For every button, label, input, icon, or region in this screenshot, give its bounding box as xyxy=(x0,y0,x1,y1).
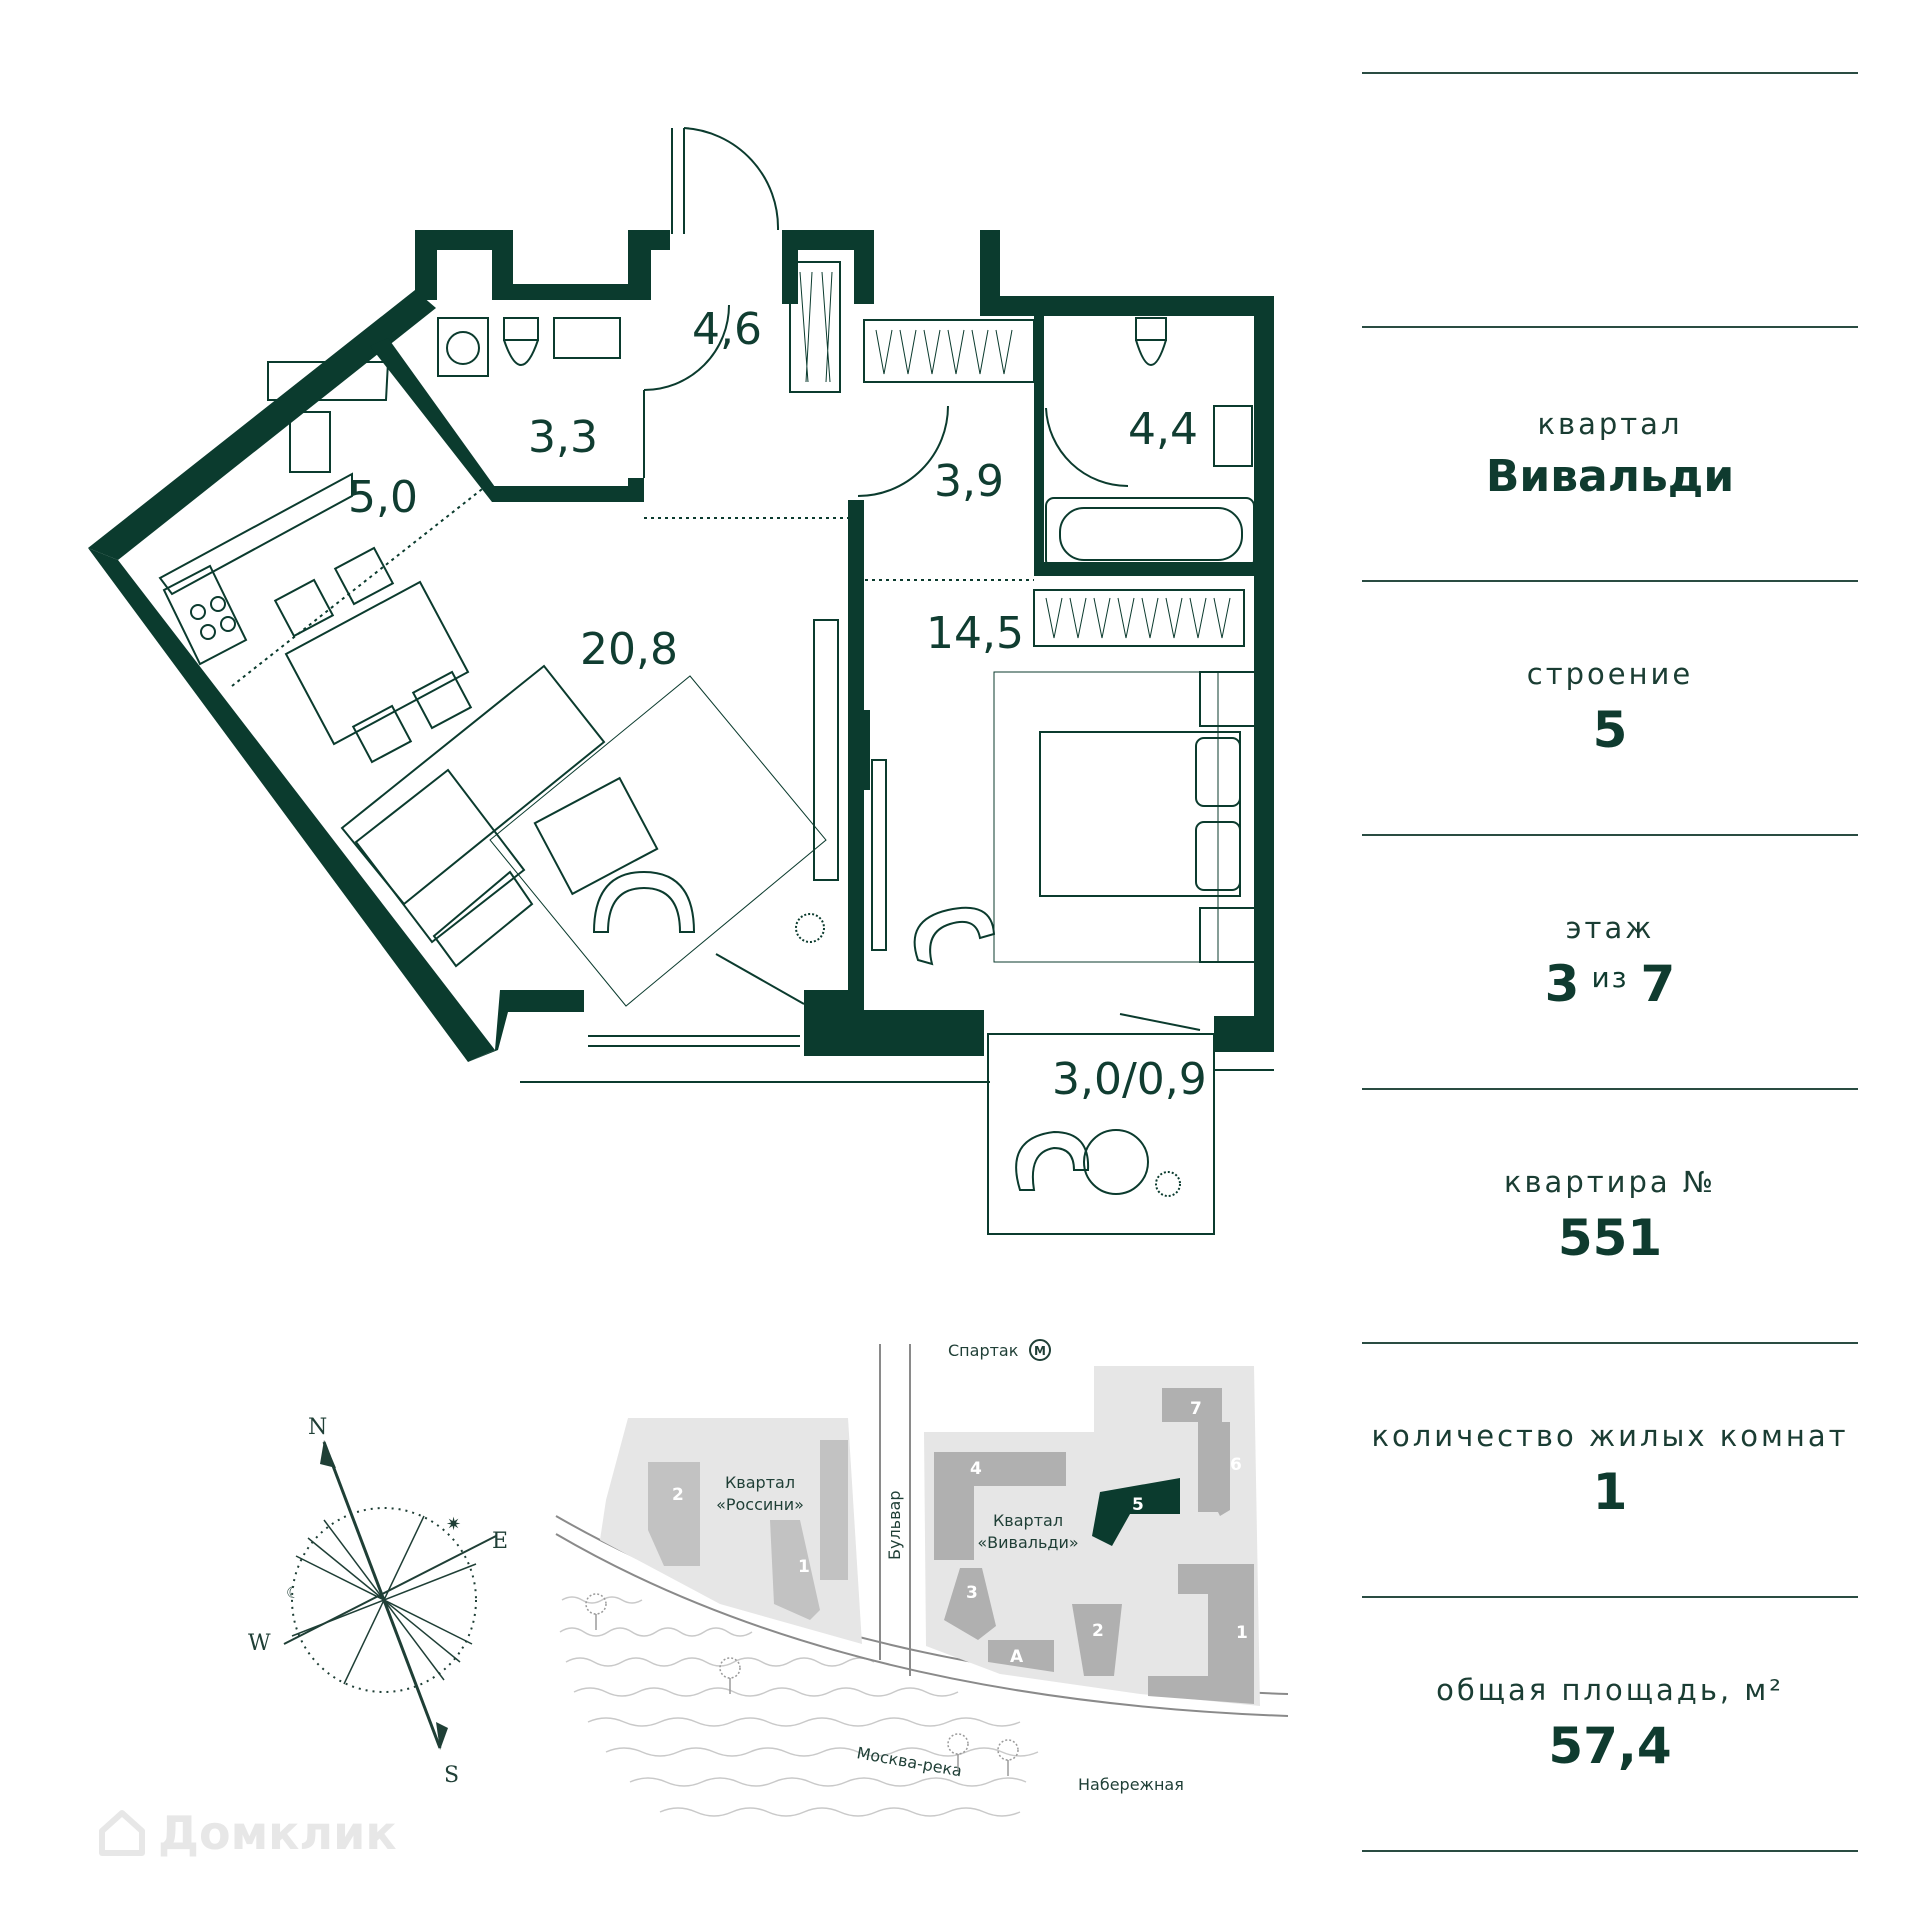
building-value: 5 xyxy=(1592,701,1628,759)
vivaldi-building-3: 3 xyxy=(966,1583,978,1603)
vivaldi-building-4: 4 xyxy=(970,1459,982,1479)
divider xyxy=(1362,1596,1858,1598)
compass-north-label: N xyxy=(308,1415,327,1440)
room-area-bedroom: 14,5 xyxy=(926,608,1024,659)
vivaldi-building-6: 6 xyxy=(1230,1455,1242,1475)
divider xyxy=(1362,1850,1858,1852)
room-area-corridor: 3,9 xyxy=(934,456,1004,507)
building-block: строение 5 xyxy=(1362,582,1858,834)
site-map: 2 1 Квартал «Россини» 7 4 6 5 3 2 1 А Кв… xyxy=(555,1339,1289,1817)
river-waves xyxy=(559,1596,1039,1817)
walls xyxy=(88,230,1274,1062)
boulevard-label: Бульвар xyxy=(885,1491,904,1561)
room-area-hall: 4,6 xyxy=(692,304,762,355)
apartment-block: квартира № 551 xyxy=(1362,1090,1858,1342)
embankment-label: Набережная xyxy=(1078,1775,1184,1794)
watermark-text: Домклик xyxy=(158,1806,397,1860)
vivaldi-label-line1: Квартал xyxy=(993,1511,1063,1530)
rossini-label-line2: «Россини» xyxy=(716,1495,804,1514)
room-labels: 4,6 3,3 5,0 20,8 3,9 4,4 14,5 3,0/0,9 xyxy=(348,304,1207,1105)
vivaldi-building-a: А xyxy=(1010,1647,1024,1667)
floor-value-row: 3 из 7 xyxy=(1545,955,1676,1013)
divider xyxy=(1362,580,1858,582)
fixtures xyxy=(158,127,1274,1235)
metro-label: Спартак xyxy=(948,1341,1019,1360)
rooms-block: количество жилых комнат 1 xyxy=(1362,1344,1858,1596)
floor-total: 7 xyxy=(1640,955,1676,1013)
area-label: общая площадь, м² xyxy=(1436,1673,1784,1707)
house-icon xyxy=(99,1810,145,1856)
quarter-block: квартал Вивальди xyxy=(1362,328,1858,580)
highlighted-building-5 xyxy=(1092,1478,1180,1546)
compass-east-label: E xyxy=(492,1529,508,1554)
area-block: общая площадь, м² 57,4 xyxy=(1362,1598,1858,1850)
moon-icon: ☾ xyxy=(286,1583,300,1602)
floor-label: этаж xyxy=(1565,911,1655,945)
trees xyxy=(585,1593,1019,1776)
room-area-kitchen: 5,0 xyxy=(348,472,418,523)
rossini-building-2: 2 xyxy=(672,1485,684,1505)
compass-south-label: S xyxy=(444,1763,459,1788)
rooms-label: количество жилых комнат xyxy=(1371,1419,1849,1453)
divider xyxy=(1362,1088,1858,1090)
quarter-value: Вивальди xyxy=(1485,450,1735,502)
divider xyxy=(1362,834,1858,836)
vivaldi-building-1: 1 xyxy=(1236,1623,1248,1643)
area-value: 57,4 xyxy=(1548,1717,1672,1775)
metro-icon xyxy=(1029,1339,1051,1361)
room-area-bath1: 3,3 xyxy=(528,412,598,463)
divider xyxy=(1362,1342,1858,1344)
room-area-living: 20,8 xyxy=(580,624,678,675)
floor-of: из xyxy=(1591,961,1629,994)
floor-value: 3 xyxy=(1544,955,1580,1013)
room-area-balcony: 3,0/0,9 xyxy=(1052,1054,1207,1105)
apartment-label: квартира № xyxy=(1503,1165,1717,1199)
rossini-label-line1: Квартал xyxy=(725,1473,795,1492)
rossini-building-1: 1 xyxy=(798,1557,810,1577)
metro-symbol: М xyxy=(1034,1344,1046,1358)
compass-rose: N S E W ✷ ☾ xyxy=(248,1415,508,1788)
vivaldi-building-7: 7 xyxy=(1190,1399,1202,1419)
watermark: Домклик xyxy=(96,1806,397,1860)
room-area-bath2: 4,4 xyxy=(1128,404,1198,455)
compass-west-label: W xyxy=(248,1631,271,1656)
divider xyxy=(1362,326,1858,328)
vivaldi-building-5: 5 xyxy=(1132,1495,1144,1515)
divider xyxy=(1362,72,1858,74)
building-label: строение xyxy=(1526,657,1694,691)
floor-block: этаж 3 из 7 xyxy=(1362,836,1858,1088)
apartment-value: 551 xyxy=(1557,1209,1663,1267)
vivaldi-label-line2: «Вивальди» xyxy=(977,1533,1078,1552)
quarter-label: квартал xyxy=(1537,406,1683,441)
sun-icon: ✷ xyxy=(446,1514,461,1535)
vivaldi-building-2: 2 xyxy=(1092,1621,1104,1641)
rooms-value: 1 xyxy=(1592,1463,1628,1521)
apartment-info-panel: квартал Вивальди строение 5 этаж 3 из 7 кв… xyxy=(1362,72,1858,1852)
